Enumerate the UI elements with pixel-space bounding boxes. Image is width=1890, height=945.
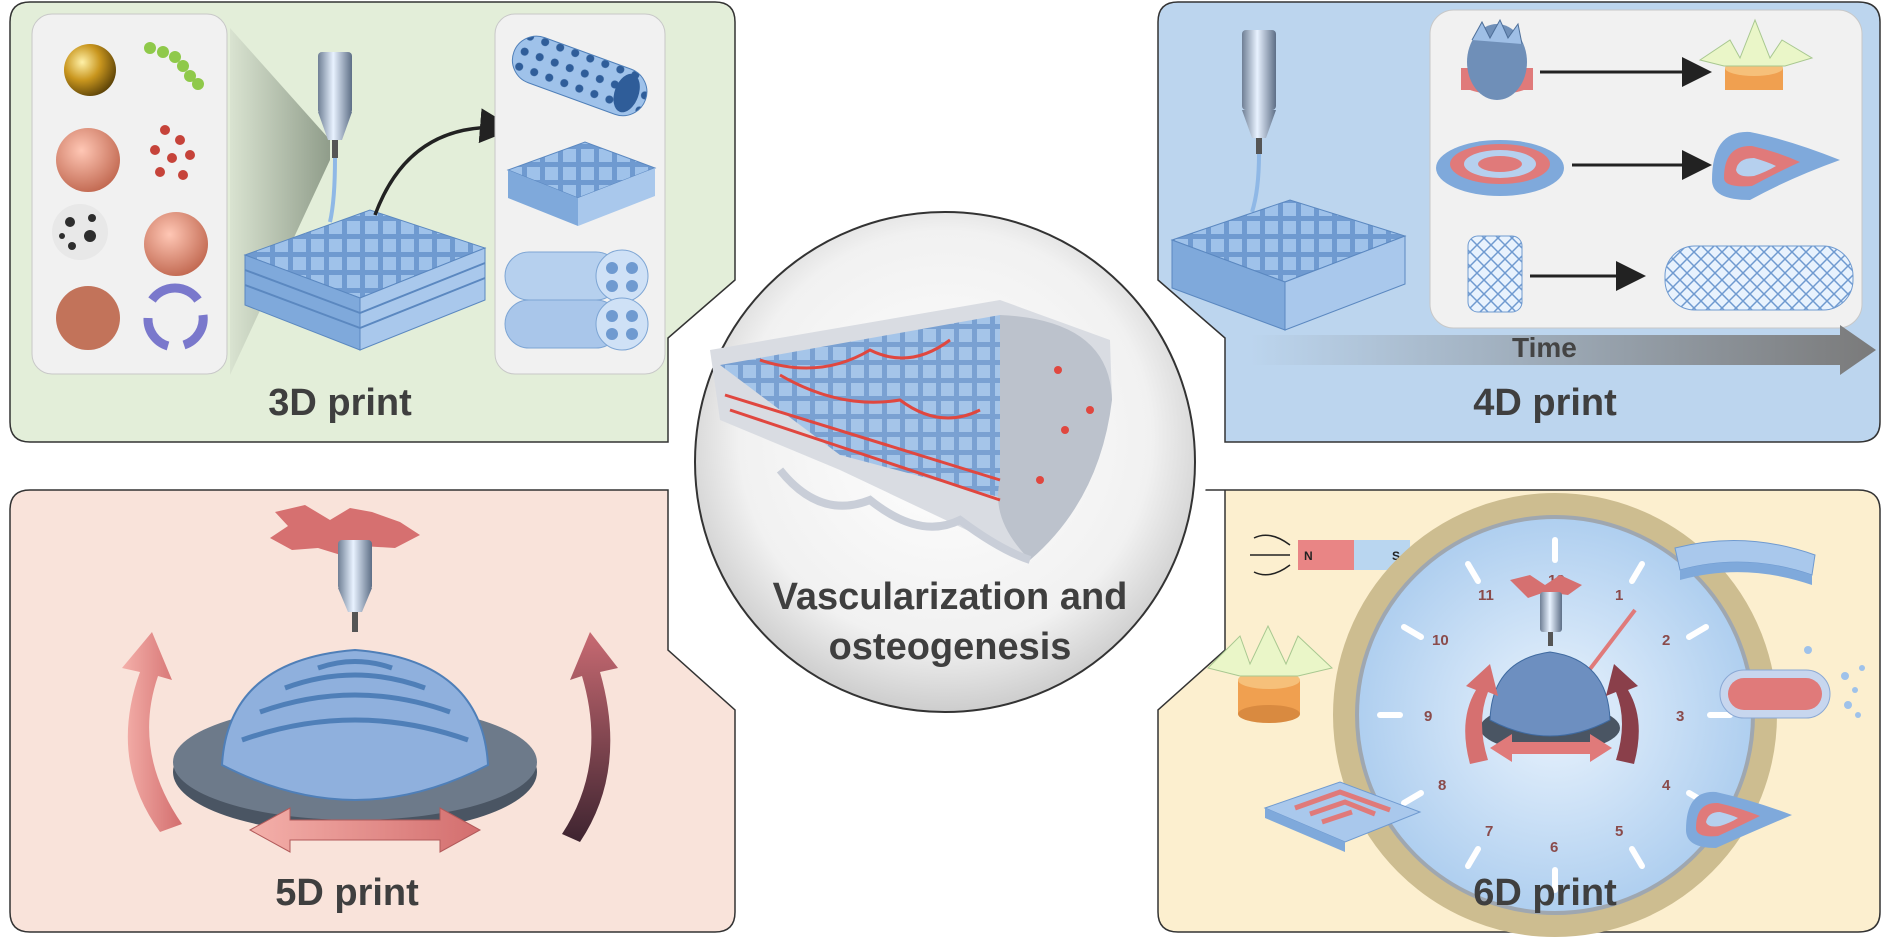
stent-icon (1664, 245, 1854, 311)
clock-number-10: 10 (1432, 632, 1449, 649)
panel-3d-label: 3D print (268, 382, 412, 424)
mini-dome-scaffold-icon (1480, 575, 1620, 752)
panel-6d-print: N S 12 1 2 3 4 5 6 7 (1157, 489, 1881, 937)
center-title: Vascularization and osteogenesis (730, 572, 1170, 672)
center-circle (683, 200, 1207, 724)
multichannel-tube-icon (504, 249, 649, 351)
circuit-pad-icon (1263, 781, 1422, 852)
stent-compressed-icon (1467, 235, 1523, 313)
curved-arrow (373, 108, 515, 216)
clock-number-1: 1 (1615, 587, 1623, 604)
curved-strip-icon (1674, 540, 1816, 585)
rotation-stage-icon (270, 505, 420, 556)
panel-5d-label: 5D print (275, 872, 419, 914)
clock-number-3: 3 (1676, 708, 1684, 725)
capsule-release-icon (1719, 646, 1865, 719)
grid-scaffold-small-icon (506, 141, 657, 226)
polymer-chain-icon (144, 42, 204, 90)
magnet-s-label: S (1392, 549, 1400, 563)
curled-disc-icon (1712, 131, 1840, 200)
magnet-icon: N S (1250, 534, 1458, 576)
spiral-disc-icon (1436, 140, 1564, 196)
flower-open-icon (1698, 18, 1814, 90)
bone-scaffold-icon (710, 300, 1112, 564)
grid-scaffold-icon (1170, 199, 1407, 331)
nozzle-icon (338, 540, 372, 632)
dome-scaffold-icon (173, 648, 537, 834)
cycle-arrows-icon (143, 283, 208, 351)
clock-number-5: 5 (1615, 823, 1623, 840)
nozzle-icon (1242, 30, 1276, 154)
porous-sphere-icon (52, 204, 108, 260)
panel-5d-print (9, 489, 736, 933)
flower-actuator-icon (1207, 624, 1334, 723)
nozzle-icon (318, 52, 352, 158)
center-title-line-2: osteogenesis (828, 626, 1072, 668)
red-particles-icon (150, 125, 195, 180)
clock-number-8: 8 (1438, 777, 1446, 794)
panel-4d-label: 4D print (1473, 382, 1617, 424)
curled-disc-icon (1686, 791, 1792, 848)
clock-number-4: 4 (1662, 777, 1671, 794)
hollow-tube-icon (511, 35, 648, 117)
clock-number-11: 11 (1478, 587, 1494, 604)
clock-number-2: 2 (1662, 632, 1670, 649)
grid-scaffold-icon (243, 209, 487, 351)
time-arrow (1250, 325, 1876, 375)
magnet-n-label: N (1304, 549, 1313, 563)
flower-actuator-icon (1461, 18, 1533, 100)
cell-icon (56, 286, 120, 350)
rotation-arrows-icon (122, 632, 618, 853)
clock-number-7: 7 (1485, 823, 1493, 840)
textured-sphere-icon (144, 212, 208, 276)
cell-cluster-icon (56, 128, 120, 192)
center-title-line-1: Vascularization and (772, 576, 1128, 618)
clock-number-9: 9 (1424, 708, 1432, 725)
panel-6d-label: 6D print (1473, 872, 1617, 914)
panel-4d-print (1157, 1, 1881, 443)
gold-nanoparticle-icon (64, 44, 116, 96)
panel-3d-print (9, 1, 736, 443)
clock-number-6: 6 (1550, 839, 1558, 856)
mini-rotation-arrows-icon (1465, 664, 1639, 764)
time-label: Time (1512, 332, 1577, 363)
